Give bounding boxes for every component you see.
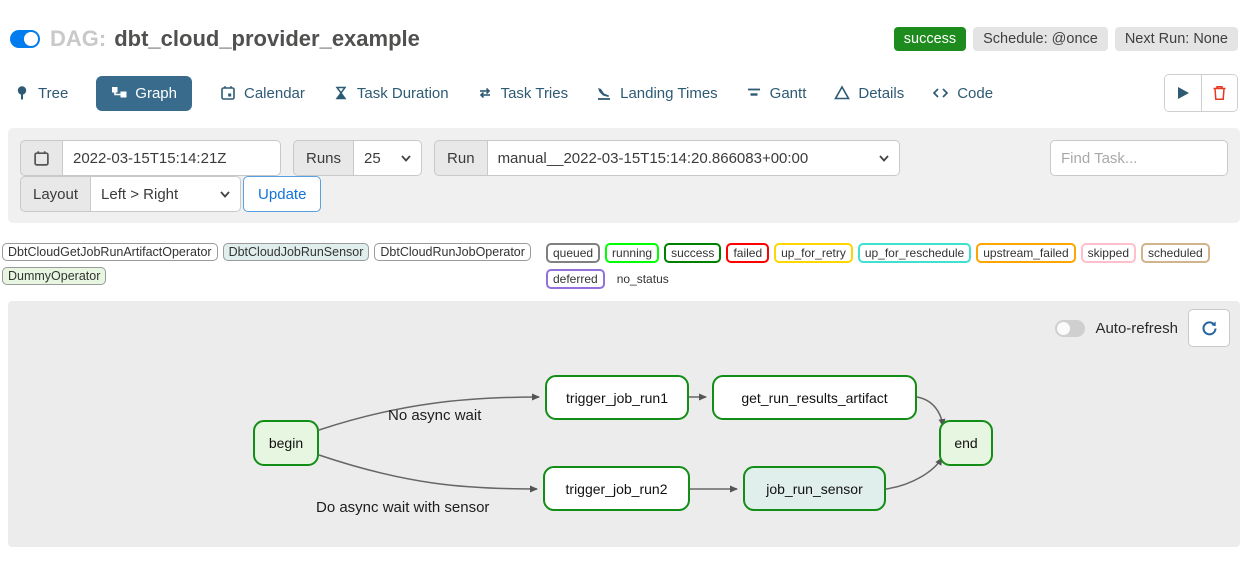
toggle-knob bbox=[1057, 321, 1071, 335]
run-label: Run bbox=[434, 140, 488, 176]
dag-prefix-label: DAG: bbox=[50, 26, 107, 51]
base-date-group bbox=[20, 140, 281, 176]
task-node-get_run_results_artifact[interactable]: get_run_results_artifact bbox=[712, 375, 917, 420]
view-tabs: Tree Graph Calendar Task Duration Task T… bbox=[14, 74, 1238, 112]
layout-group: Layout Left > Right bbox=[20, 176, 242, 212]
status-legend-badge: failed bbox=[726, 243, 770, 263]
auto-refresh-toggle[interactable] bbox=[1055, 319, 1086, 337]
status-legend-badge: up_for_reschedule bbox=[857, 243, 972, 263]
chevron-down-icon bbox=[401, 154, 411, 162]
tab-task-tries[interactable]: Task Tries bbox=[477, 76, 568, 111]
status-legend-badge: no_status bbox=[616, 272, 669, 286]
dag-graph-panel: Auto-refresh No async wait Do async wait bbox=[8, 301, 1240, 547]
filter-row-2: Layout Left > Right Update bbox=[20, 176, 1228, 212]
operator-legend-badge: DbtCloudRunJobOperator bbox=[374, 243, 531, 261]
chevron-down-icon bbox=[878, 154, 889, 162]
schedule-badge: Schedule: @once bbox=[973, 27, 1108, 51]
layout-label: Layout bbox=[20, 176, 92, 212]
filter-row-1: Runs 25 Run manual__2022-03-15T15:14:20.… bbox=[20, 140, 1228, 176]
tree-pin-icon bbox=[14, 85, 30, 101]
delete-dag-button[interactable] bbox=[1201, 75, 1237, 111]
auto-refresh-controls: Auto-refresh bbox=[1055, 309, 1230, 347]
tab-tree[interactable]: Tree bbox=[14, 76, 68, 111]
update-button[interactable]: Update bbox=[243, 176, 322, 212]
dag-header: DAG: dbt_cloud_provider_example success … bbox=[0, 0, 1248, 52]
gantt-icon bbox=[746, 85, 762, 101]
task-node-job_run_sensor[interactable]: job_run_sensor bbox=[743, 466, 886, 511]
status-legend-badge: running bbox=[605, 243, 660, 263]
chevron-down-icon bbox=[220, 190, 230, 198]
task-node-end[interactable]: end bbox=[939, 420, 993, 466]
status-legend-badge: scheduled bbox=[1141, 243, 1210, 263]
task-node-trigger_job_run1[interactable]: trigger_job_run1 bbox=[545, 375, 689, 420]
tab-code[interactable]: Code bbox=[932, 76, 993, 111]
header-badges: success Schedule: @once Next Run: None bbox=[893, 27, 1238, 51]
task-node-trigger_job_run2[interactable]: trigger_job_run2 bbox=[543, 466, 690, 511]
dag-edges bbox=[318, 393, 946, 493]
status-badge: success bbox=[893, 27, 967, 51]
tab-details[interactable]: Details bbox=[834, 76, 904, 111]
refresh-button[interactable] bbox=[1188, 309, 1230, 347]
trigger-dag-button[interactable] bbox=[1165, 75, 1201, 111]
code-icon bbox=[932, 85, 949, 101]
page-title: dbt_cloud_provider_example bbox=[114, 26, 420, 51]
base-date-input[interactable] bbox=[63, 140, 281, 176]
tab-calendar[interactable]: Calendar bbox=[220, 76, 305, 111]
operator-legend-badge: DbtCloudJobRunSensor bbox=[222, 243, 370, 261]
plane-landing-icon bbox=[596, 85, 612, 101]
auto-refresh-label: Auto-refresh bbox=[1095, 319, 1178, 337]
operator-legend-badge: DbtCloudGetJobRunArtifactOperator bbox=[2, 243, 218, 261]
edge-label: No async wait bbox=[388, 407, 482, 424]
runs-label: Runs bbox=[293, 140, 355, 176]
tab-gantt[interactable]: Gantt bbox=[746, 76, 806, 111]
run-group: Run manual__2022-03-15T15:14:20.866083+0… bbox=[434, 140, 900, 176]
status-legend-badge: up_for_retry bbox=[774, 243, 853, 263]
status-legend-badge: upstream_failed bbox=[976, 243, 1076, 263]
graph-icon bbox=[111, 85, 127, 101]
runs-select[interactable]: 25 bbox=[354, 140, 423, 176]
runs-group: Runs 25 bbox=[293, 140, 423, 176]
operator-legend-badge: DummyOperator bbox=[2, 267, 107, 285]
status-legend-badge: success bbox=[664, 243, 722, 263]
task-node-begin[interactable]: begin bbox=[253, 420, 319, 466]
status-legend-badge: skipped bbox=[1080, 243, 1136, 263]
tab-graph[interactable]: Graph bbox=[96, 75, 192, 111]
dag-pause-toggle[interactable] bbox=[10, 30, 40, 48]
calendar-icon bbox=[220, 85, 236, 101]
next-run-badge: Next Run: None bbox=[1114, 27, 1238, 51]
toggle-knob bbox=[24, 32, 38, 46]
filter-panel: Runs 25 Run manual__2022-03-15T15:14:20.… bbox=[8, 128, 1240, 223]
tab-landing-times[interactable]: Landing Times bbox=[596, 76, 718, 111]
dag-action-buttons bbox=[1164, 74, 1238, 112]
status-legend-badge: queued bbox=[546, 243, 601, 263]
layout-select[interactable]: Left > Right bbox=[91, 176, 242, 212]
repeat-icon bbox=[477, 85, 493, 101]
edge-label: Do async wait with sensor bbox=[316, 499, 490, 516]
details-triangle-icon bbox=[834, 85, 851, 101]
find-task-input[interactable] bbox=[1050, 140, 1228, 176]
run-select[interactable]: manual__2022-03-15T15:14:20.866083+00:00 bbox=[487, 140, 900, 176]
calendar-addon[interactable] bbox=[20, 140, 63, 176]
tab-task-duration[interactable]: Task Duration bbox=[333, 76, 449, 111]
status-legend-badge: deferred bbox=[546, 269, 605, 289]
refresh-icon bbox=[1202, 320, 1216, 335]
hourglass-icon bbox=[333, 85, 349, 101]
